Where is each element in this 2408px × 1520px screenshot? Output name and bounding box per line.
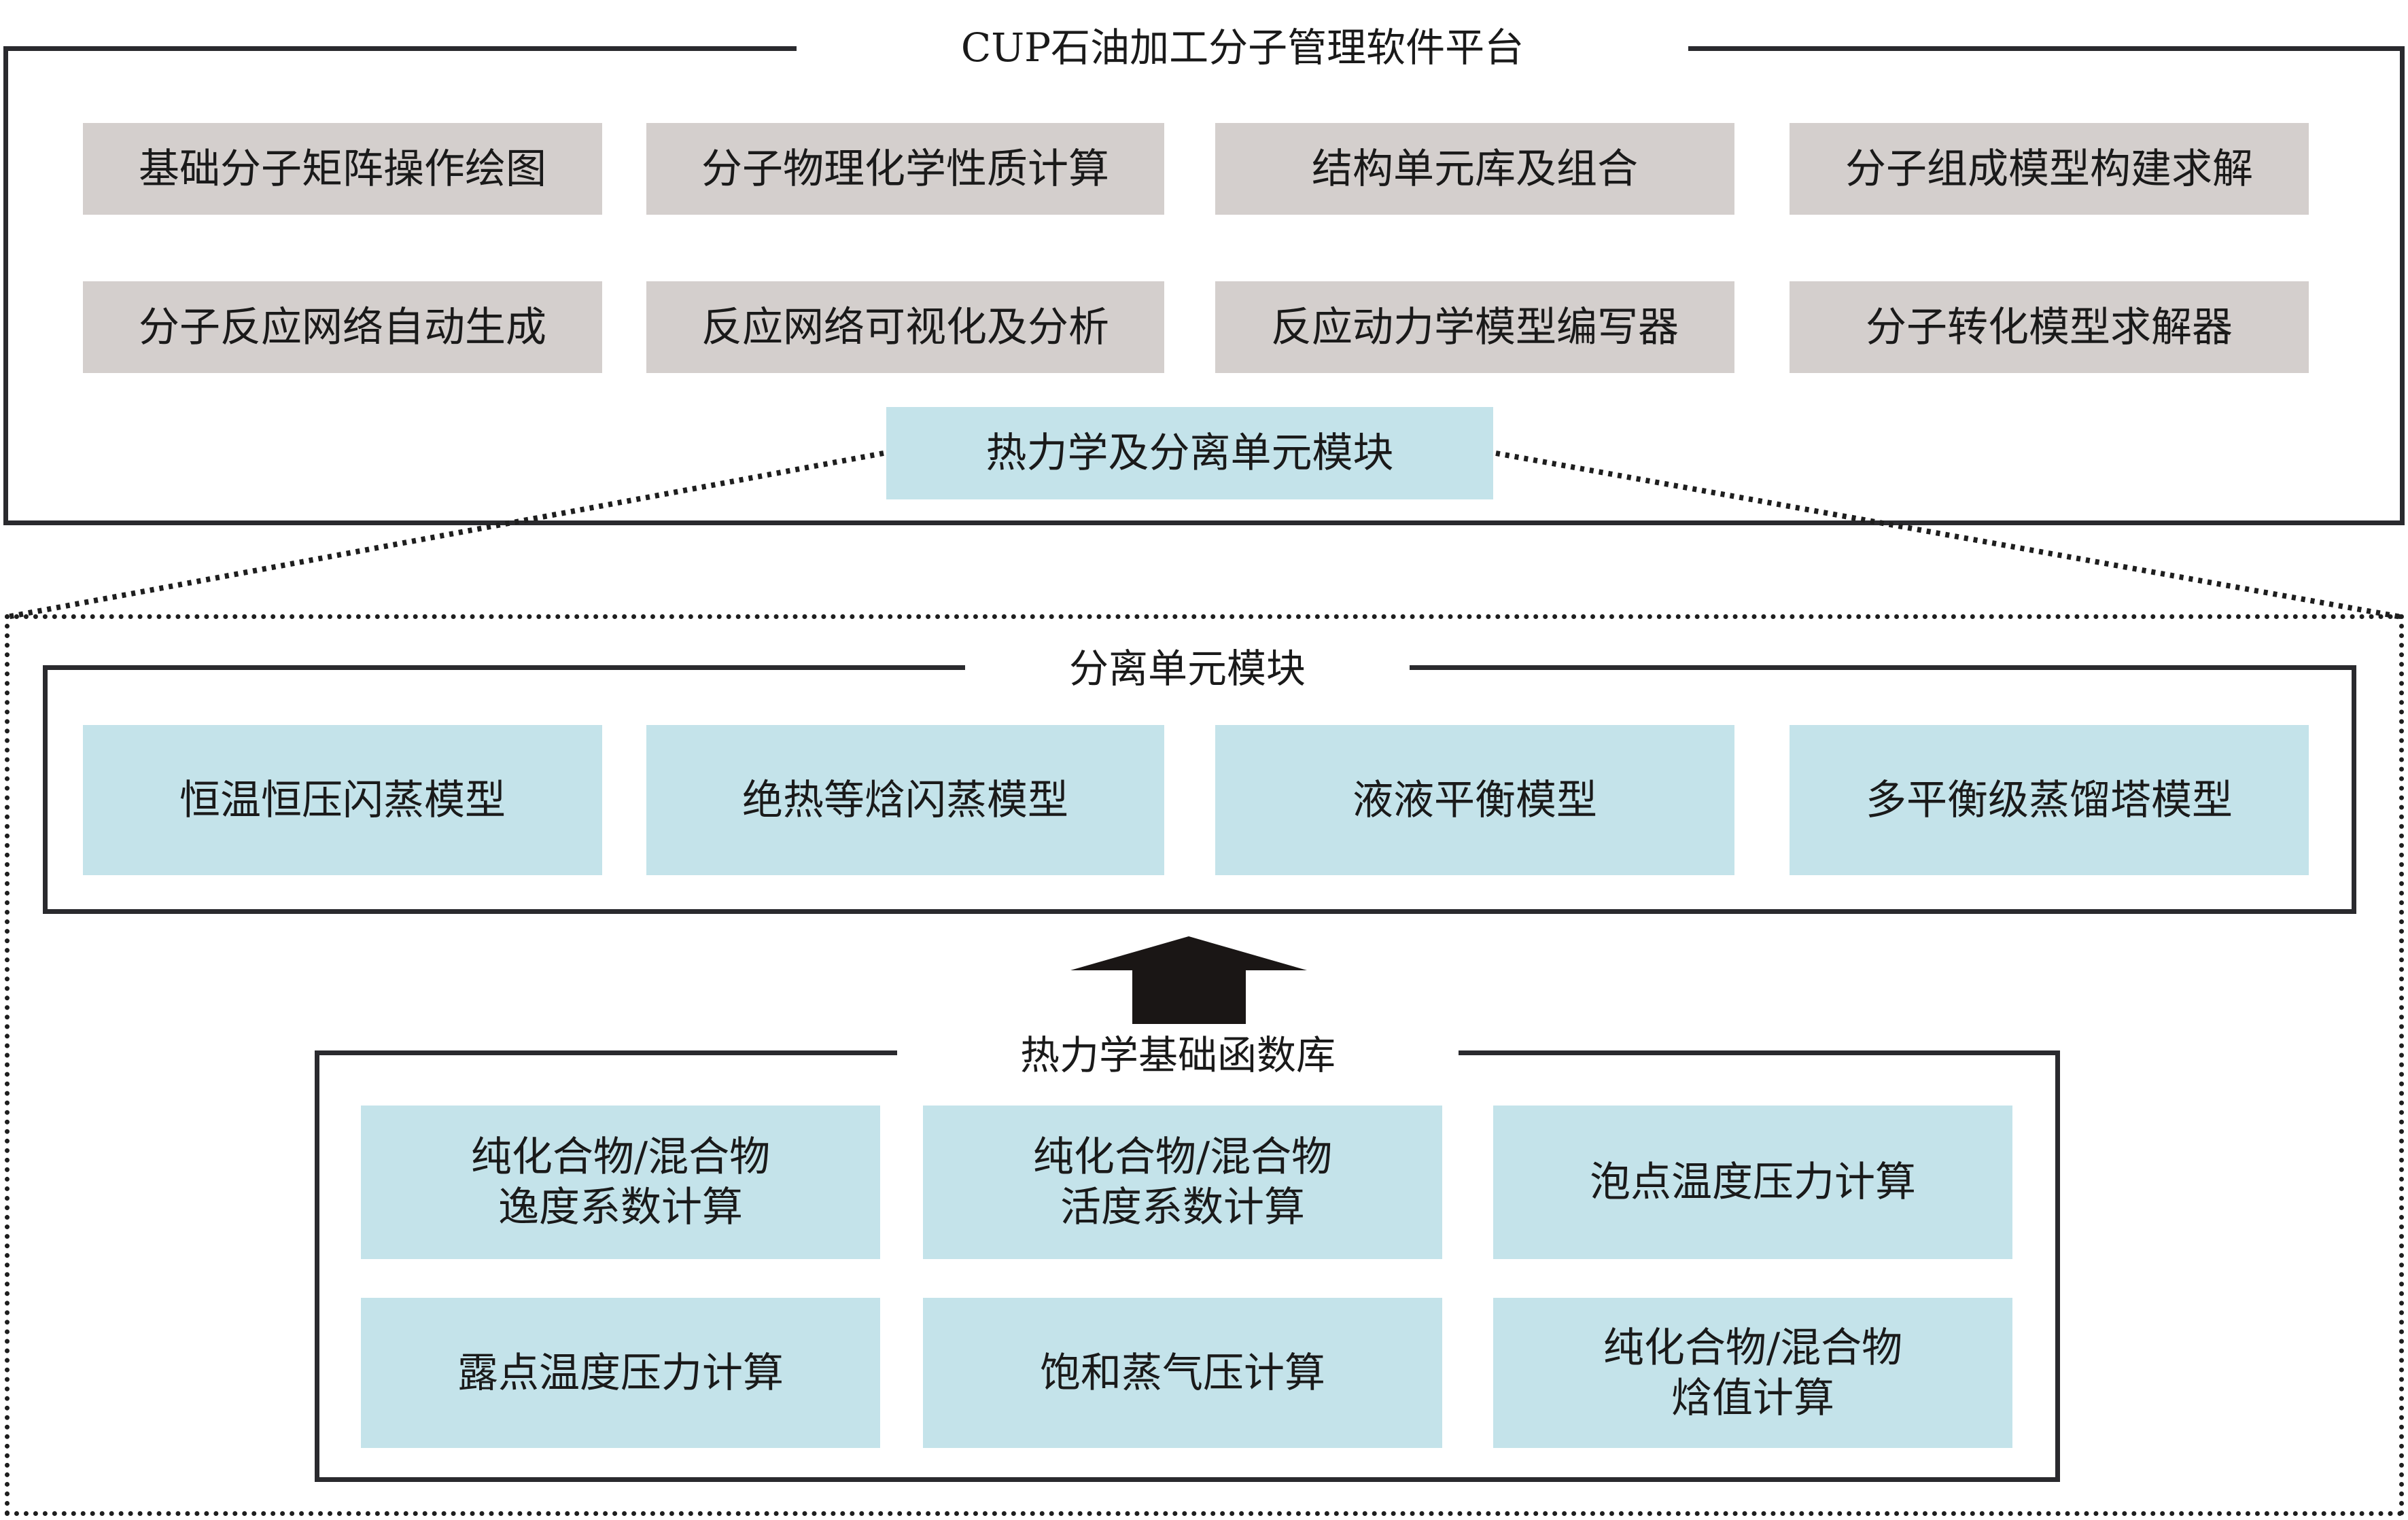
connector-line-right: [1495, 450, 2402, 620]
arrow-stem: [1132, 969, 1246, 1024]
thermo-function[interactable]: 纯化合物/混合物 逸度系数计算: [361, 1106, 880, 1259]
platform-module[interactable]: 基础分子矩阵操作绘图: [83, 123, 602, 215]
function-label-line2: 逸度系数计算: [498, 1184, 743, 1231]
module-label: 热力学及分离单元模块: [985, 429, 1394, 477]
function-label-line2: 活度系数计算: [1060, 1184, 1305, 1231]
function-label-line1: 泡点温度压力计算: [1590, 1159, 1916, 1206]
function-label-line1: 纯化合物/混合物: [1603, 1324, 1903, 1372]
function-label-line1: 饱和蒸气压计算: [1040, 1349, 1325, 1397]
separation-title: 分离单元模块: [965, 641, 1410, 696]
module-label: 基础分子矩阵操作绘图: [139, 145, 546, 193]
function-label-line1: 露点温度压力计算: [457, 1349, 784, 1397]
platform-module[interactable]: 分子转化模型求解器: [1790, 281, 2309, 373]
separation-model[interactable]: 液液平衡模型: [1215, 725, 1734, 875]
thermo-separation-module[interactable]: 热力学及分离单元模块: [886, 407, 1493, 499]
thermo-library-title: 热力学基础函数库: [897, 1028, 1459, 1082]
model-label: 多平衡级蒸馏塔模型: [1866, 776, 2233, 824]
arrow-head: [1070, 936, 1307, 970]
thermo-function[interactable]: 纯化合物/混合物 活度系数计算: [923, 1106, 1442, 1259]
connector-line-left: [6, 450, 884, 620]
module-label: 反应动力学模型编写器: [1271, 303, 1679, 351]
platform-module[interactable]: 反应动力学模型编写器: [1215, 281, 1734, 373]
module-label: 分子组成模型构建求解: [1845, 145, 2253, 193]
platform-module[interactable]: 结构单元库及组合: [1215, 123, 1734, 215]
model-label: 液液平衡模型: [1353, 776, 1597, 824]
platform-module[interactable]: 分子组成模型构建求解: [1790, 123, 2309, 215]
model-label: 恒温恒压闪蒸模型: [179, 776, 506, 824]
separation-model[interactable]: 绝热等焓闪蒸模型: [646, 725, 1164, 875]
platform-title: CUP石油加工分子管理软件平台: [797, 20, 1688, 75]
thermo-function[interactable]: 饱和蒸气压计算: [923, 1298, 1442, 1448]
module-label: 分子转化模型求解器: [1866, 303, 2233, 351]
module-label: 分子物理化学性质计算: [701, 145, 1109, 193]
function-label-line1: 纯化合物/混合物: [470, 1133, 771, 1181]
separation-model[interactable]: 恒温恒压闪蒸模型: [83, 725, 602, 875]
module-label: 结构单元库及组合: [1312, 145, 1638, 193]
function-label-line1: 纯化合物/混合物: [1032, 1133, 1333, 1181]
platform-module[interactable]: 反应网络可视化及分析: [646, 281, 1164, 373]
platform-module[interactable]: 分子物理化学性质计算: [646, 123, 1164, 215]
platform-module[interactable]: 分子反应网络自动生成: [83, 281, 602, 373]
separation-model[interactable]: 多平衡级蒸馏塔模型: [1790, 725, 2309, 875]
thermo-function[interactable]: 露点温度压力计算: [361, 1298, 880, 1448]
expanded-detail-frame: [5, 614, 2404, 1516]
model-label: 绝热等焓闪蒸模型: [742, 776, 1068, 824]
module-label: 反应网络可视化及分析: [701, 303, 1109, 351]
thermo-function[interactable]: 泡点温度压力计算: [1493, 1106, 2012, 1259]
module-label: 分子反应网络自动生成: [139, 303, 546, 351]
thermo-function[interactable]: 纯化合物/混合物 焓值计算: [1493, 1298, 2012, 1448]
function-label-line2: 焓值计算: [1671, 1374, 1834, 1422]
